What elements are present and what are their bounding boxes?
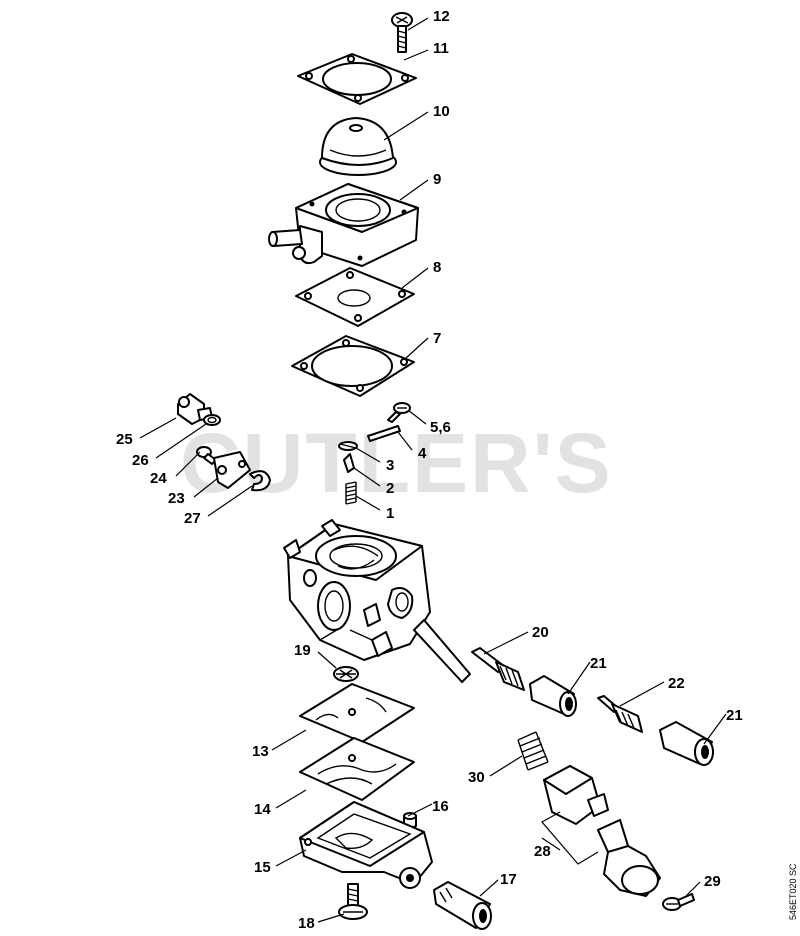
callout-13: 13 xyxy=(252,743,269,760)
callout-27: 27 xyxy=(184,510,201,527)
callout-29: 29 xyxy=(704,873,721,890)
callout-30: 30 xyxy=(468,769,485,786)
callout-11: 11 xyxy=(433,40,449,57)
callout-16: 16 xyxy=(432,798,449,815)
part-9-pump-cover xyxy=(268,183,419,267)
callout-4: 4 xyxy=(418,445,427,462)
callout-2: 2 xyxy=(386,480,394,497)
callout-18: 18 xyxy=(298,915,315,932)
part-15-cover xyxy=(299,801,433,889)
drawing-code: 546ET020 SC xyxy=(788,863,798,920)
callout-22: 22 xyxy=(668,675,685,692)
callout-28: 28 xyxy=(534,843,551,860)
callout-21-lower: 21 xyxy=(726,707,743,724)
part-4-pin xyxy=(367,425,401,442)
callout-9: 9 xyxy=(433,171,441,188)
part-12-screw xyxy=(391,12,413,53)
part-17-limiter-cap xyxy=(433,881,492,930)
callout-12: 12 xyxy=(433,8,450,25)
part-20-adjusting-screw xyxy=(471,647,525,691)
callout-21-upper: 21 xyxy=(590,655,607,672)
callout-10: 10 xyxy=(433,103,450,120)
callout-labels: 12 11 10 9 8 7 5,6 4 3 2 1 25 26 24 23 2… xyxy=(116,8,743,932)
leader-lines xyxy=(139,17,727,923)
callout-3: 3 xyxy=(386,457,394,474)
callout-8: 8 xyxy=(433,259,441,276)
part-30-spring xyxy=(517,731,549,771)
callout-19: 19 xyxy=(294,642,311,659)
part-26-o-ring xyxy=(203,414,221,426)
callout-24: 24 xyxy=(150,470,167,487)
callout-17: 17 xyxy=(500,871,517,888)
part-23-lever xyxy=(213,451,251,489)
part-5-6-screw xyxy=(387,402,411,423)
callout-7: 7 xyxy=(433,330,441,347)
part-14-diaphragm xyxy=(299,737,415,801)
part-2-spring xyxy=(345,481,357,505)
part-7-gasket xyxy=(291,335,415,397)
callout-26: 26 xyxy=(132,452,149,469)
part-18-screw xyxy=(338,883,368,920)
callout-23: 23 xyxy=(168,490,185,507)
part-29-screw xyxy=(662,893,695,911)
part-8-diaphragm xyxy=(295,267,415,327)
part-21-limiter-cap-lower xyxy=(659,721,714,766)
callout-15: 15 xyxy=(254,859,271,876)
callout-20: 20 xyxy=(532,624,549,641)
callout-5-6: 5,6 xyxy=(430,419,451,436)
part-11-gasket xyxy=(297,53,417,105)
part-28-choke-assembly xyxy=(543,765,661,897)
carburetor-body xyxy=(283,519,471,683)
part-19-strainer xyxy=(333,666,359,682)
part-13-gasket xyxy=(299,683,415,743)
callout-14: 14 xyxy=(254,801,271,818)
callout-1: 1 xyxy=(386,505,394,522)
part-21-limiter-cap xyxy=(529,675,577,717)
part-27-clip xyxy=(249,470,271,492)
part-10-primer-bulb xyxy=(319,117,397,176)
callout-25: 25 xyxy=(116,431,133,448)
part-22-adjusting-screw xyxy=(597,695,643,733)
